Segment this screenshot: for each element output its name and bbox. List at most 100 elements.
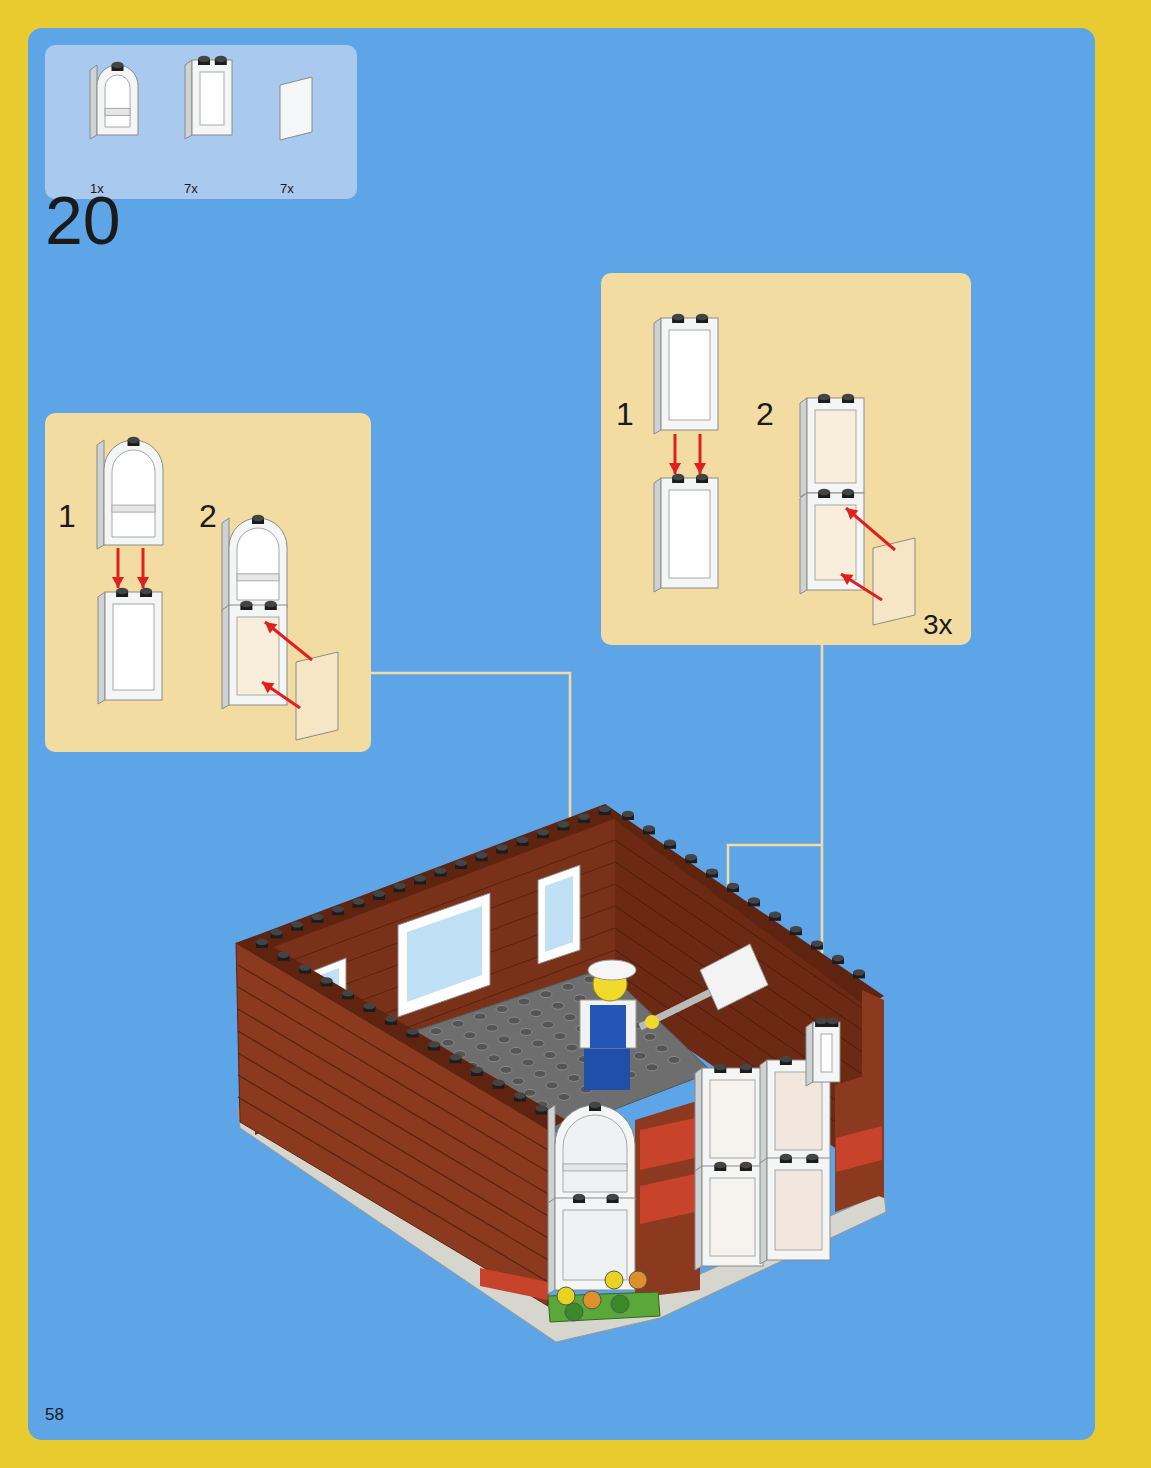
stud <box>780 1056 792 1062</box>
stud <box>394 883 406 889</box>
stud <box>622 811 634 817</box>
shape <box>222 605 229 709</box>
shape <box>806 1022 813 1086</box>
window-frame <box>98 588 162 704</box>
stud <box>853 969 865 975</box>
shape <box>407 906 482 1002</box>
red-arrow <box>841 574 882 600</box>
shape <box>112 577 124 588</box>
shape <box>695 1068 702 1172</box>
stud <box>818 489 830 495</box>
stud <box>291 921 303 927</box>
glass-pane <box>280 77 312 140</box>
shape <box>480 1268 548 1300</box>
shape <box>236 936 566 1130</box>
red-arrow <box>265 622 312 660</box>
stud <box>706 868 718 874</box>
shape <box>695 1166 702 1270</box>
shape <box>262 682 274 693</box>
window-frame <box>654 314 718 434</box>
stud <box>517 837 529 843</box>
part-count: 7x <box>184 182 198 195</box>
sub-step-number: 2 <box>199 500 217 532</box>
stud <box>332 906 344 912</box>
stud <box>740 1162 752 1168</box>
shape <box>846 508 858 520</box>
stud <box>514 1092 526 1098</box>
stud <box>385 1016 397 1022</box>
shape <box>548 1105 555 1204</box>
stud <box>696 314 708 320</box>
stud <box>842 394 854 400</box>
stud <box>278 952 290 958</box>
window-frame <box>548 1102 635 1204</box>
sub-assembly-callout: 12 <box>45 413 371 752</box>
stud <box>414 875 426 881</box>
house-model <box>236 804 886 1342</box>
shape <box>700 944 768 1010</box>
stud <box>435 868 447 874</box>
stud <box>727 883 739 889</box>
window-frame <box>695 1162 763 1270</box>
stud <box>578 814 590 820</box>
stud <box>252 515 264 521</box>
stud <box>353 898 365 904</box>
stud <box>769 912 781 918</box>
stud <box>342 990 354 996</box>
shape <box>836 1126 882 1172</box>
stud <box>573 1194 585 1200</box>
stud <box>265 601 277 607</box>
stud <box>815 1018 827 1024</box>
shape <box>265 622 277 634</box>
stud <box>643 825 655 831</box>
stud <box>790 926 802 932</box>
sub-step-number: 1 <box>616 398 634 430</box>
shape <box>841 574 854 585</box>
stud <box>493 1080 505 1086</box>
shape <box>835 1070 882 1212</box>
stud <box>826 1018 838 1024</box>
stud <box>373 891 385 897</box>
stud <box>450 1054 462 1060</box>
window-frame <box>800 394 864 497</box>
shape <box>654 318 661 434</box>
stud <box>832 955 844 961</box>
part-illustration <box>45 413 371 752</box>
glass-pane <box>296 652 338 740</box>
shape <box>800 398 807 497</box>
shape <box>615 818 862 1166</box>
stud <box>471 1067 483 1073</box>
sub-step-number: 2 <box>756 398 774 430</box>
stud <box>714 1064 726 1070</box>
shape <box>548 1198 555 1294</box>
shape <box>760 1158 767 1264</box>
parts-list: 1x7x7x <box>45 45 357 199</box>
stud <box>599 806 611 812</box>
stud <box>672 314 684 320</box>
part-count: 7x <box>280 182 294 195</box>
stud <box>696 474 708 480</box>
stud <box>780 1154 792 1160</box>
stud <box>140 588 152 594</box>
red-arrow <box>846 508 895 550</box>
shape <box>760 1060 767 1164</box>
shape <box>654 478 661 592</box>
stud <box>271 929 283 935</box>
shape <box>640 1118 695 1170</box>
stud <box>198 56 210 62</box>
stud <box>116 588 128 594</box>
stud <box>811 940 823 946</box>
stud <box>672 474 684 480</box>
window-frame <box>97 437 163 549</box>
stud <box>407 1028 419 1034</box>
step-number: 20 <box>45 186 121 254</box>
stud <box>748 897 760 903</box>
stud <box>476 852 488 858</box>
shape <box>222 518 229 612</box>
stud <box>558 821 570 827</box>
stud <box>312 914 324 920</box>
stud <box>128 437 140 443</box>
stud <box>842 489 854 495</box>
sub-assembly-callout: 123x <box>601 273 971 645</box>
